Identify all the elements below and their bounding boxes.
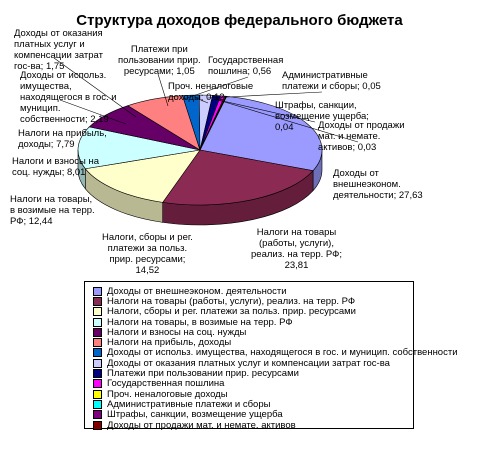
slice-3 <box>77 126 201 170</box>
slice-label-7: Доходы от оказания платных услуг и компе… <box>14 28 103 72</box>
legend-swatch <box>93 317 102 327</box>
slice-label-10: Проч. неналоговые доходы; 0,12 <box>168 81 254 103</box>
slice-label-12: Штрафы, санкции, возмещение ущерба; 0,04 <box>275 100 369 133</box>
slice-label-8: Платежи при пользовании прир. ресурсами;… <box>118 44 201 77</box>
slice-label-13: Доходы от продажи мат. и немате. активов… <box>318 120 405 153</box>
legend-swatch <box>93 369 102 379</box>
legend-label: Государственная пошлина <box>107 378 225 390</box>
leader-line-7 <box>53 57 137 118</box>
legend-swatch <box>93 348 102 358</box>
leader-line-6 <box>59 99 127 125</box>
legend-item: Проч. неналоговые доходы <box>93 388 413 400</box>
legend-item: Доходы от внешнеэконом. деятельности <box>93 285 413 297</box>
pie-chart <box>53 57 359 226</box>
legend-item: Налоги, сборы и рег. платежи за польз. п… <box>93 306 413 318</box>
legend-label: Штрафы, санкции, возмещение ущерба <box>107 409 283 421</box>
legend-item: Доходы от оказания платных услуг и компе… <box>93 357 413 369</box>
legend-label: Доходы от использ. имущества, находящего… <box>107 347 458 359</box>
legend-label: Платежи при пользовании прир. ресурсами <box>107 368 299 380</box>
legend-item: Налоги на товары (работы, услуги), реали… <box>93 295 413 307</box>
legend-label: Налоги на товары (работы, услуги), реали… <box>107 295 356 307</box>
legend-swatch <box>93 296 102 306</box>
slice-13 <box>199 95 228 151</box>
leader-line-9 <box>183 76 249 100</box>
legend-item: Доходы от продажи мат. и немате. активов <box>93 419 413 431</box>
leader-line-8 <box>157 73 169 107</box>
slice-label-3: Налоги на товары, в возимые на терр. РФ;… <box>10 194 95 227</box>
legend-swatch <box>93 338 102 348</box>
legend-swatch <box>93 286 102 296</box>
chart-title: Структура доходов федерального бюджета <box>76 12 403 29</box>
legend-item: Платежи при пользовании прир. ресурсами <box>93 368 413 380</box>
legend-swatch <box>93 307 102 317</box>
slice-label-11: Административные платежи и сборы; 0,05 <box>282 70 381 92</box>
slice-2 <box>84 149 201 203</box>
slice-label-2: Налоги, сборы и рег. платежи за польз. п… <box>102 232 193 276</box>
legend-swatch <box>93 389 102 399</box>
leader-line-12 <box>213 98 316 123</box>
slice-label-4: Налоги и взносы на соц. нужды; 8,01 <box>12 156 100 178</box>
legend-label: Налоги на прибыль, доходы <box>107 337 232 349</box>
legend-swatch <box>93 358 102 368</box>
slice-label-1: Налоги на товары (работы, услуги), реали… <box>251 227 342 271</box>
legend-label: Доходы от внешнеэконом. деятельности <box>107 285 287 297</box>
legend-label: Налоги на товары, в возимые на терр. РФ <box>107 316 293 328</box>
legend-label: Проч. неналоговые доходы <box>107 388 228 400</box>
slice-0 <box>199 96 323 172</box>
legend-label: Налоги, сборы и рег. платежи за польз. п… <box>107 306 356 318</box>
legend-item: Налоги и взносы на соц. нужды <box>93 326 413 338</box>
leader-line-11 <box>207 91 323 99</box>
legend-item: Штрафы, санкции, возмещение ущерба <box>93 409 413 421</box>
legend-label: Доходы от оказания платных услуг и компе… <box>107 357 390 369</box>
legend-item: Налоги на товары, в возимые на терр. РФ <box>93 316 413 328</box>
legend-item: Налоги на прибыль, доходы <box>93 337 413 349</box>
legend-swatch <box>93 379 102 389</box>
leader-line-10 <box>195 97 209 104</box>
leader-line-13 <box>217 99 359 143</box>
slice-1 <box>162 149 314 206</box>
legend-swatch <box>93 410 102 420</box>
slice-label-6: Доходы от использ. имущества, находящего… <box>20 70 117 125</box>
legend-swatch <box>93 399 102 409</box>
legend-label: Административные платежи и сборы <box>107 398 271 410</box>
legend-item: Государственная пошлина <box>93 378 413 390</box>
legend-swatch <box>93 420 102 430</box>
legend-item: Доходы от использ. имущества, находящего… <box>93 347 458 358</box>
slice-label-5: Налоги на прибыль, доходы; 7,79 <box>18 128 107 150</box>
slice-label-9: Государственная пошлина; 0,56 <box>208 55 284 77</box>
legend-item: Административные платежи и сборы <box>93 398 413 410</box>
legend-label: Доходы от продажи мат. и немате. активов <box>107 419 296 431</box>
slice-label-0: Доходы от внешнеэконом. деятельности; 27… <box>333 168 423 201</box>
legend-swatch <box>93 327 102 337</box>
legend-label: Налоги и взносы на соц. нужды <box>107 326 247 338</box>
